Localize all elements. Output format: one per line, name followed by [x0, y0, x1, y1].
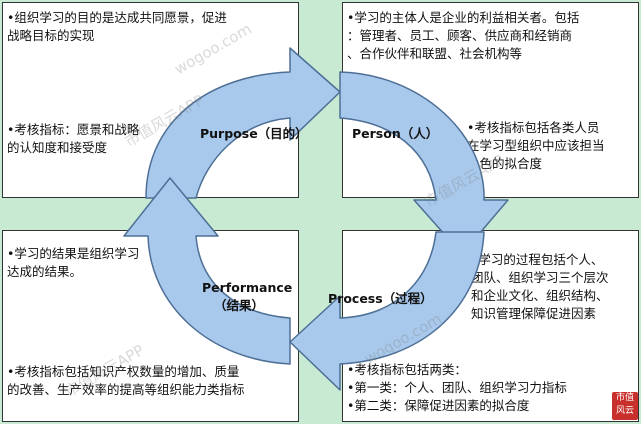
performance-arrow: [123, 177, 291, 365]
person-indicator-text: •考核指标包括各类人员 在学习型组织中应该担当 角色的拟合度: [467, 120, 605, 171]
person-description-box: •学习的主体人是企业的利益相关者。包括 ：管理者、员工、顾客、供应商和经销商 、…: [342, 2, 639, 198]
performance-description-box: •学习的结果是组织学习 达成的结果。 •考核指标包括知识产权数量的增加、质量 的…: [2, 230, 299, 422]
performance-result-text: •学习的结果是组织学习 达成的结果。: [7, 246, 140, 279]
process-indicator-text: •考核指标包括两类： •第一类：个人、团队、组织学习力指标 •第二类：保障促进因…: [347, 362, 567, 413]
purpose-goal-text: •组织学习的目的是达成共同愿景，促进 战略目标的实现: [7, 10, 227, 43]
person-arrow: [339, 71, 509, 255]
logo-seal: 市值风云: [612, 392, 638, 420]
process-levels-text: •学习的过程包括个人、 团队、组织学习三个层次 和企业文化、组织结构、 知识管理…: [471, 252, 609, 321]
performance-label: Performance: [202, 280, 292, 295]
performance-indicator-text: •考核指标包括知识产权数量的增加、质量 的改善、生产效率的提高等组织能力类指标: [7, 364, 245, 397]
performance-label-cn: （结果）: [214, 298, 264, 313]
process-label: Process（过程）: [328, 291, 433, 306]
process-arrow: [289, 231, 485, 391]
person-label: Person（人）: [352, 126, 438, 141]
purpose-label: Purpose（目的）: [200, 126, 308, 141]
purpose-arrow: [145, 47, 341, 199]
purpose-indicator-text: •考核指标：愿景和战略 的认知度和接受度: [7, 122, 140, 155]
person-subject-text: •学习的主体人是企业的利益相关者。包括 ：管理者、员工、顾客、供应商和经销商 、…: [347, 10, 580, 61]
